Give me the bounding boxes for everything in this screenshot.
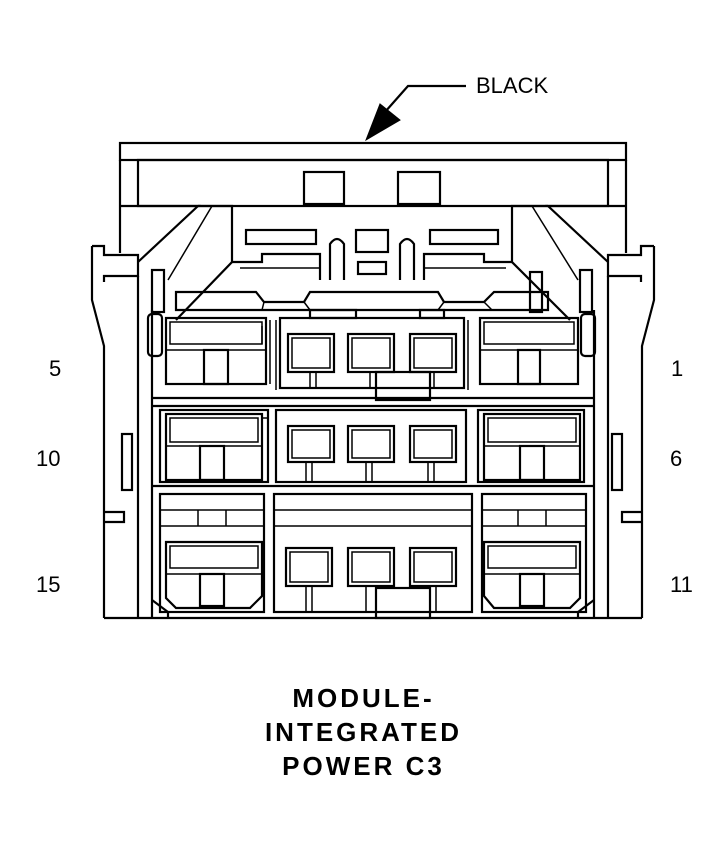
cavity-row-2: [158, 408, 586, 484]
pin-label-6: 6: [670, 446, 683, 471]
color-callout-label: BLACK: [476, 73, 549, 98]
connector-title-line-2: INTEGRATED: [264, 717, 463, 747]
connector-body: [90, 141, 656, 620]
callout-leader: [365, 84, 466, 142]
pin-label-1: 1: [671, 356, 684, 381]
connector-title-line-3: POWER C3: [282, 751, 445, 781]
pin-label-5: 5: [49, 356, 62, 381]
connector-title-line-1: MODULE-: [292, 683, 435, 713]
pin-label-11: 11: [670, 572, 693, 597]
cavity-row-1: [164, 316, 580, 402]
pin-label-10: 10: [36, 446, 61, 471]
cavity-row-3: [158, 492, 588, 620]
pin-label-15: 15: [36, 572, 61, 597]
